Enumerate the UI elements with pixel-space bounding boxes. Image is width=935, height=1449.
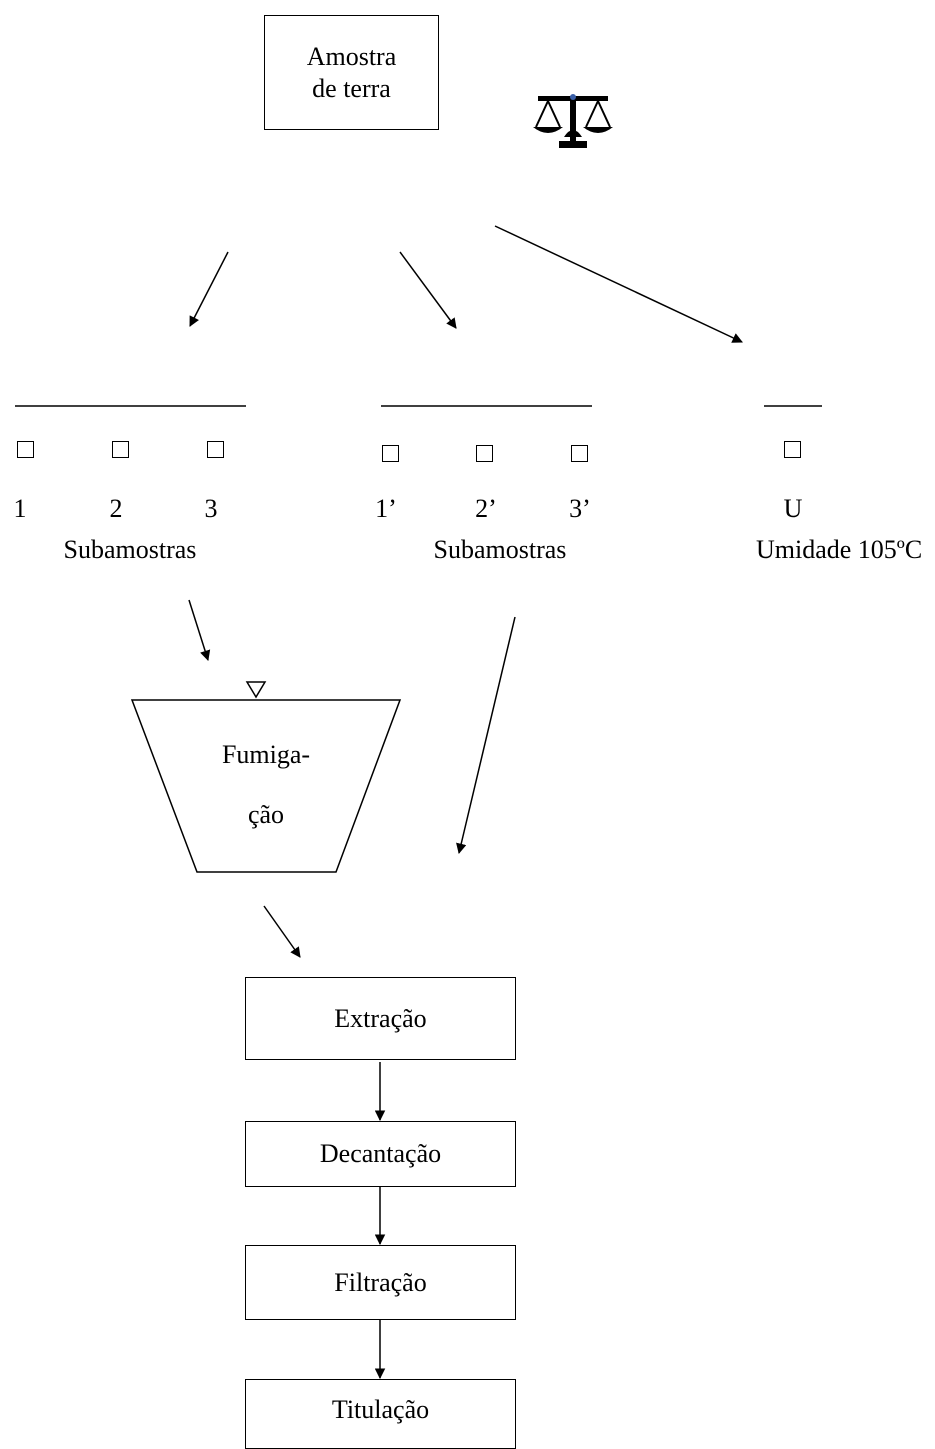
fumigation-label-line2: ção: [247, 800, 285, 829]
step-titration-box: Titulação: [245, 1379, 516, 1449]
subsample-2p-label: 2’: [475, 494, 497, 523]
subsample-3-label: 3: [204, 494, 218, 523]
step-filtration-label: Filtração: [334, 1267, 427, 1297]
subsample-3p-marker: [571, 445, 588, 462]
arrow-to-group-a: [189, 251, 229, 327]
source-sample-line2: de terra: [312, 73, 391, 103]
arrow-to-group-b: [399, 251, 457, 329]
subsample-3-marker: [207, 441, 224, 458]
fumigation-label-line1: Fumiga-: [221, 740, 311, 769]
arrow-fumigation-to-extraction: [263, 905, 301, 958]
subsample-2p-marker: [476, 445, 493, 462]
source-sample-box: Amostra de terra: [264, 15, 439, 130]
step-decantation-box: Decantação: [245, 1121, 516, 1187]
step-titration-label: Titulação: [331, 1395, 430, 1424]
step-extraction-label: Extração: [334, 1003, 427, 1033]
group-b-caption: Subamostras: [433, 535, 567, 564]
subsample-1-label: 1: [13, 494, 27, 523]
subsample-2-label: 2: [109, 494, 123, 523]
arrow-to-fumigation: [188, 599, 211, 662]
subsample-1-marker: [17, 441, 34, 458]
moisture-sample-marker: [784, 441, 801, 458]
group-a-caption: Subamostras: [63, 535, 197, 564]
flow-connectors: [15, 225, 822, 1380]
subsample-1p-marker: [382, 445, 399, 462]
fumigation-funnel-icon: [130, 699, 402, 873]
subsample-1p-label: 1’: [375, 494, 397, 523]
funnel-inlet-icon: [245, 681, 267, 699]
step-decantation-label: Decantação: [319, 1139, 442, 1169]
arrow-group-b-to-extraction: [456, 616, 516, 855]
subsample-3p-label: 3’: [569, 494, 591, 523]
group-c-caption: Umidade 105ºC: [756, 535, 923, 564]
moisture-sample-label: U: [783, 494, 803, 523]
subsample-2-marker: [112, 441, 129, 458]
step-extraction-box: Extração: [245, 977, 516, 1060]
balance-scale-icon: [533, 94, 613, 148]
arrow-to-group-c: [494, 225, 743, 343]
step-filtration-box: Filtração: [245, 1245, 516, 1320]
source-sample-line1: Amostra: [306, 42, 397, 72]
